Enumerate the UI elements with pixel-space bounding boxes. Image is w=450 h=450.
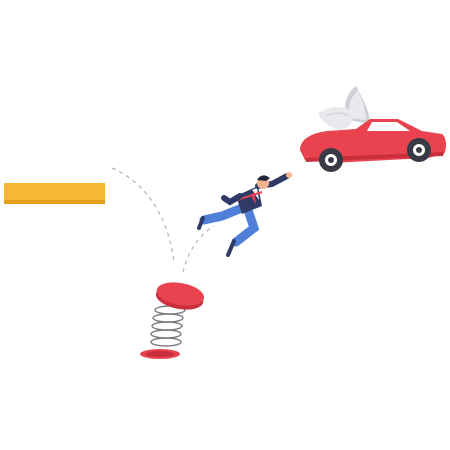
spring-coil [150,305,186,347]
flying-car-with-wings [300,86,447,172]
jump-trajectory [111,167,215,273]
spring-launcher [140,282,205,359]
ledge-platform [4,183,105,204]
businessman-jumping [197,172,292,257]
